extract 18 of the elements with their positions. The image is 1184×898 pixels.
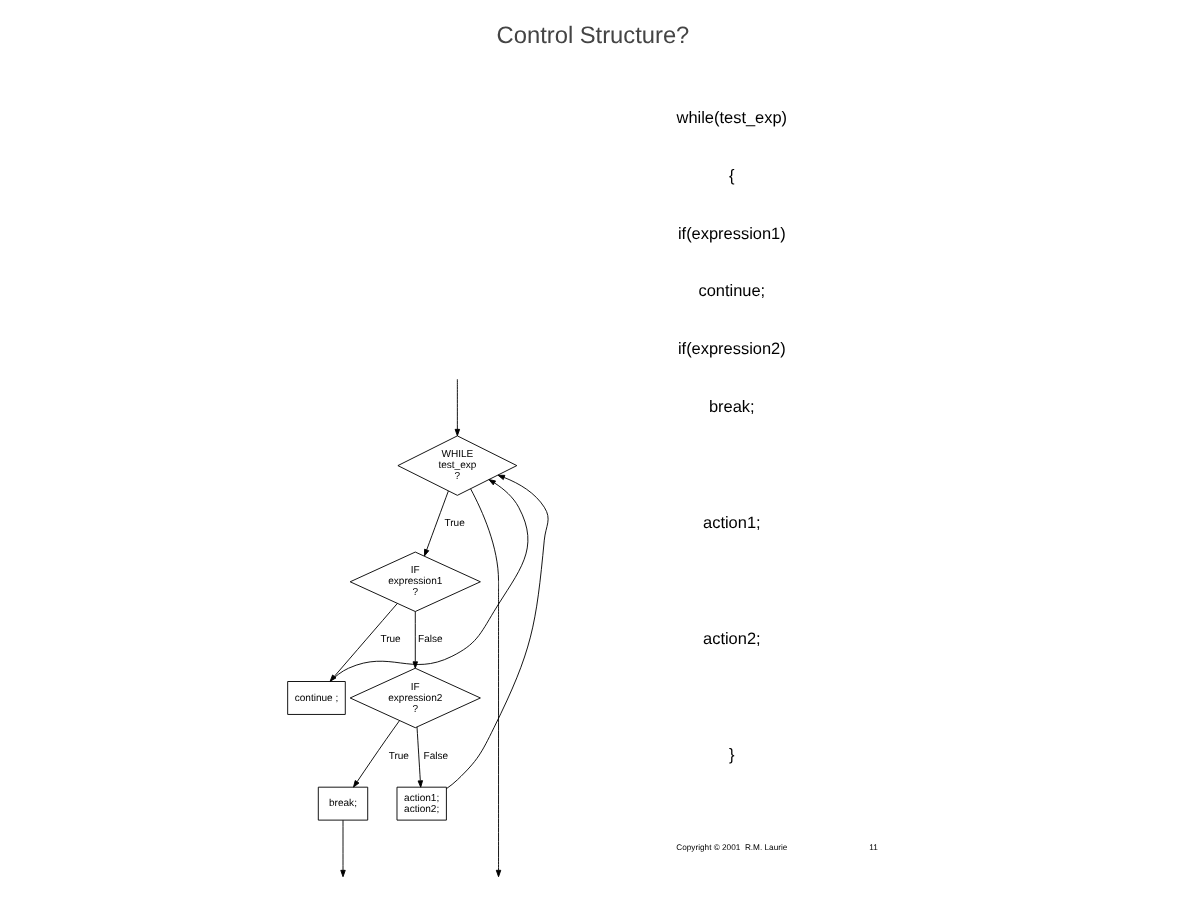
arrow — [445, 474, 548, 790]
label: } — [728, 746, 734, 765]
label: while(test_exp) — [675, 109, 787, 128]
label: if(expression1) — [676, 224, 785, 243]
label: if(expression2) — [676, 339, 785, 358]
label: break; — [707, 397, 754, 416]
label: action1; — [702, 513, 760, 532]
label: { — [728, 166, 734, 185]
arrow — [415, 726, 423, 788]
arrow — [339, 819, 345, 878]
label: continue; — [697, 282, 765, 301]
label: action2; — [702, 629, 760, 648]
arrow — [411, 611, 417, 669]
arrow — [469, 488, 501, 878]
arrow — [352, 720, 399, 788]
diagram-title: Control Structure? — [495, 21, 689, 50]
arrow — [453, 378, 460, 437]
arrow — [423, 490, 448, 557]
